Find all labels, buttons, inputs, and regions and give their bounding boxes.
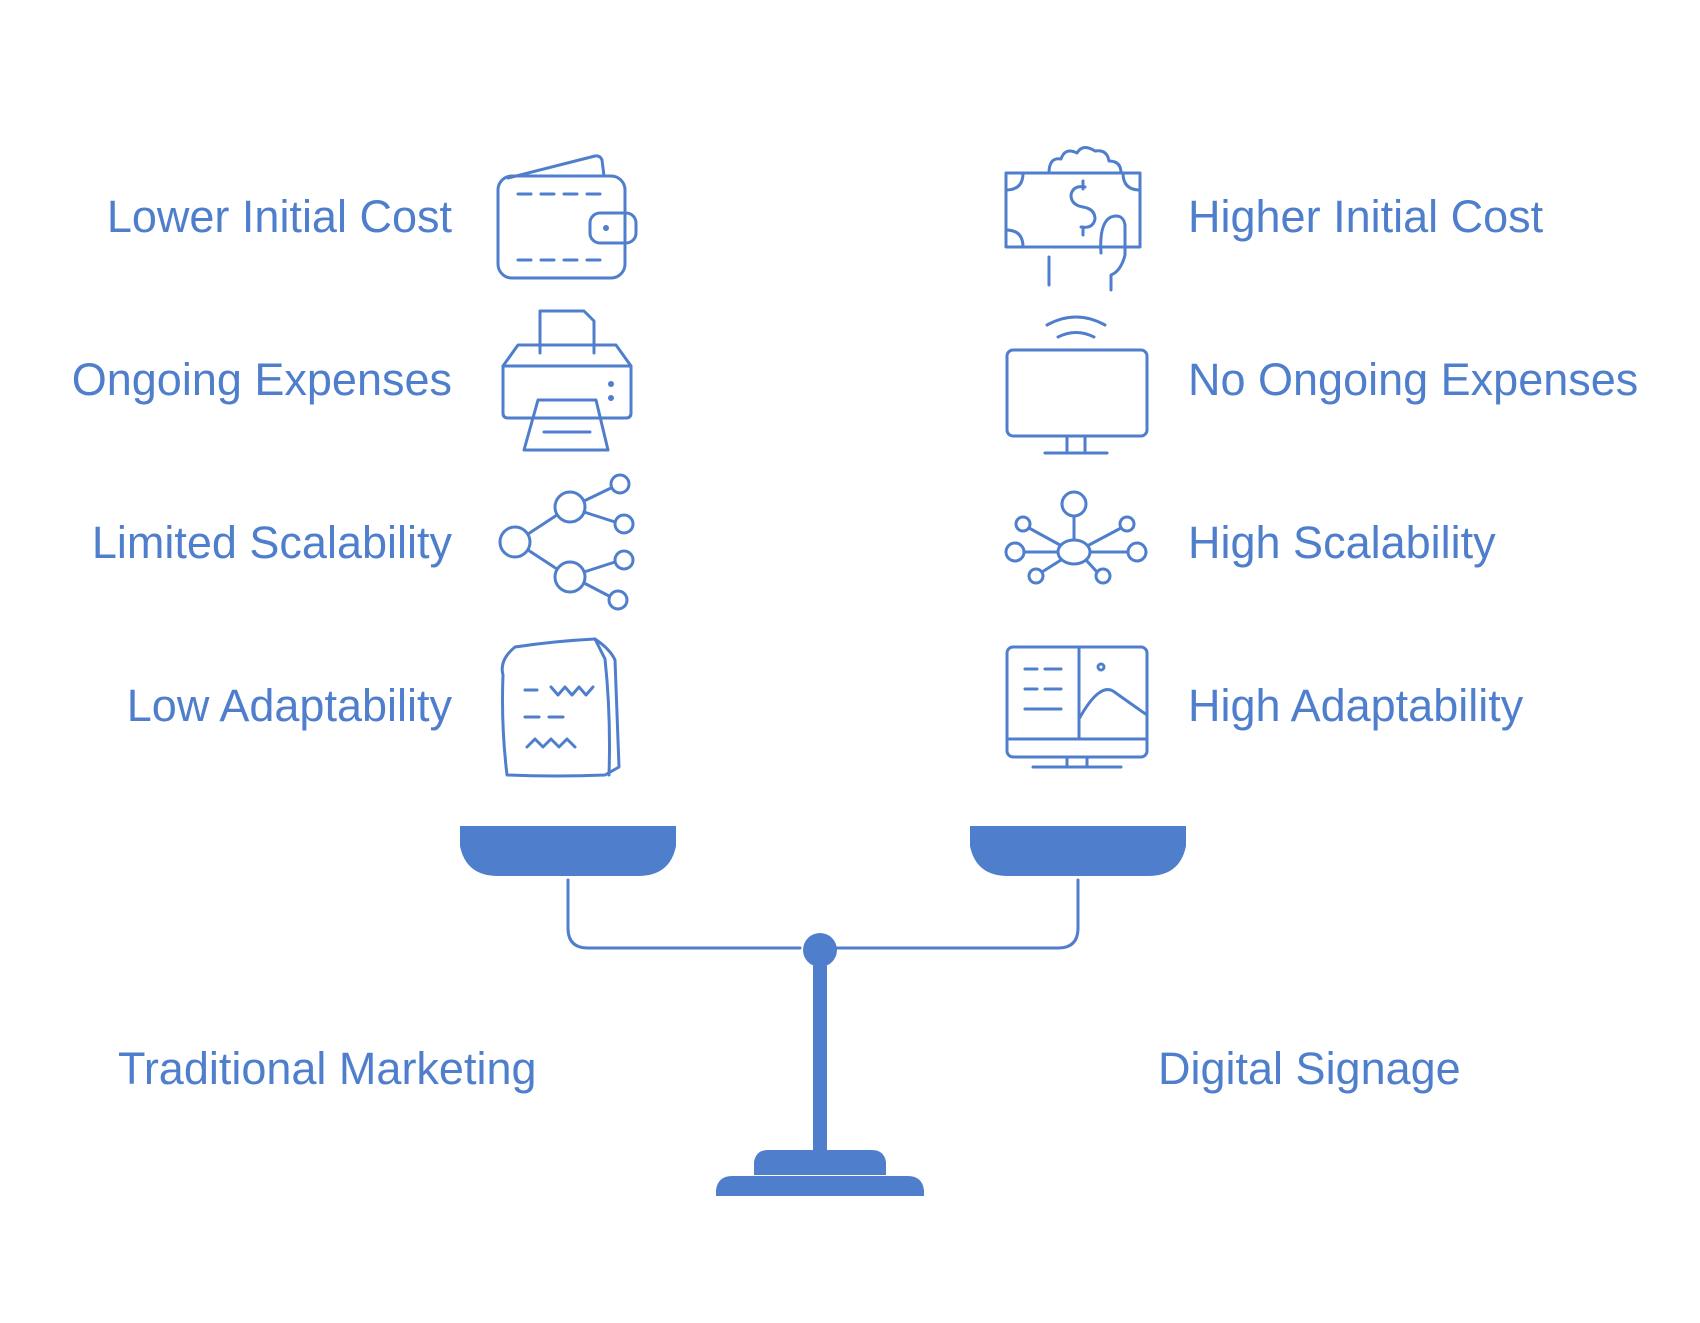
right-item-3-label: High Scalability (1188, 517, 1496, 568)
left-scale-pan (460, 826, 676, 876)
right-item-4-label: High Adaptability (1188, 680, 1524, 731)
right-item-2-label: No Ongoing Expenses (1188, 354, 1639, 405)
wallet-icon (490, 150, 640, 285)
crumpled-paper-icon (495, 635, 640, 780)
left-item-3-label: Limited Scalability (91, 517, 452, 568)
monitor-content-icon (1003, 643, 1149, 773)
left-category-label: Traditional Marketing (118, 1043, 537, 1094)
network-hub-icon (1003, 490, 1148, 590)
left-item-1-label: Lower Initial Cost (106, 191, 452, 242)
printer-icon (498, 308, 633, 453)
right-item-1-label: Higher Initial Cost (1188, 191, 1544, 242)
right-category-label: Digital Signage (1158, 1043, 1461, 1094)
balance-scale-icon (450, 820, 1200, 1200)
right-scale-pan (970, 826, 1186, 876)
branching-nodes-icon (495, 472, 640, 612)
left-item-4-label: Low Adaptability (126, 680, 452, 731)
left-item-2-label: Ongoing Expenses (71, 354, 452, 405)
wireless-monitor-icon (1003, 307, 1149, 457)
hand-holding-money-icon (1003, 145, 1148, 292)
